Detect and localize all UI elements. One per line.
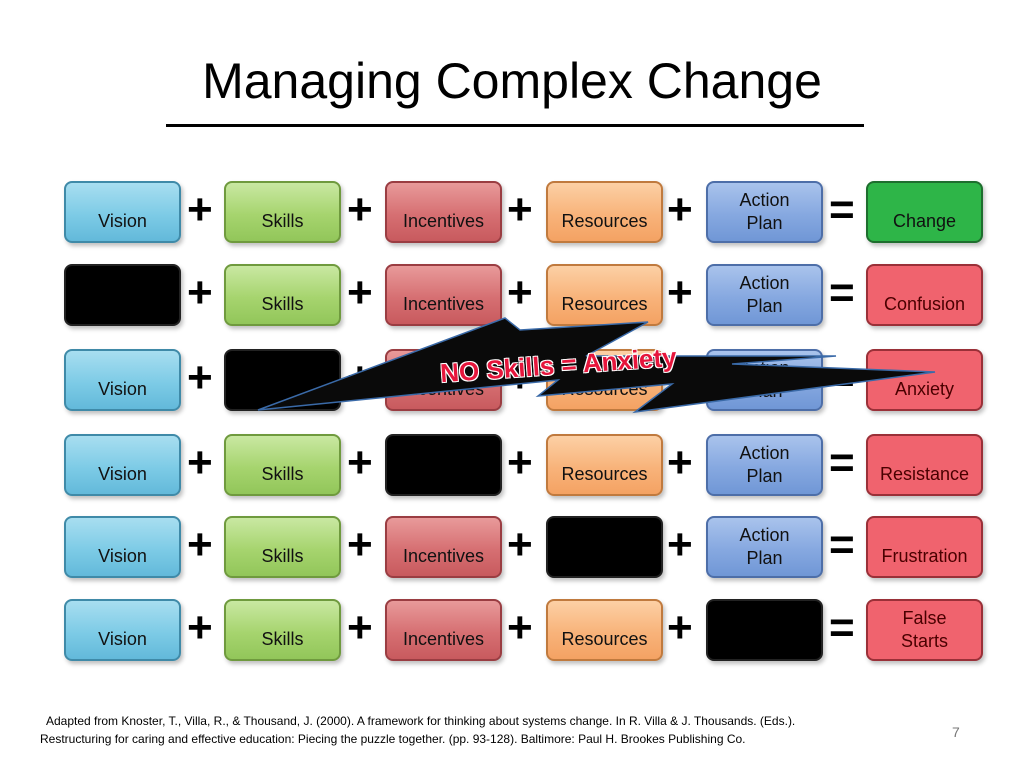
citation-line-1: Adapted from Knoster, T., Villa, R., & T…: [46, 714, 796, 728]
incentives-box: Incentives: [385, 181, 502, 243]
slide-title: Managing Complex Change: [202, 53, 822, 109]
row-confusion: + Skills + Incentives + Resources + Acti…: [0, 264, 1024, 330]
page-number: 7: [952, 724, 960, 740]
vision-box: Vision: [64, 181, 181, 243]
plus-sign: +: [347, 603, 373, 652]
outcome-resistance-box: Resistance: [866, 434, 983, 496]
resources-box: Resources: [546, 264, 663, 326]
missing-action-plan-box: [706, 599, 823, 661]
resources-box: Resources: [546, 434, 663, 496]
incentives-box: Incentives: [385, 264, 502, 326]
title-underline: [166, 124, 864, 127]
skills-box: Skills: [224, 516, 341, 578]
plus-sign: +: [667, 438, 693, 487]
outcome-anxiety-box: Anxiety: [866, 349, 983, 411]
plus-sign: +: [187, 438, 213, 487]
row-false-starts: Vision + Skills + Incentives + Resources…: [0, 599, 1024, 665]
outcome-confusion-box: Confusion: [866, 264, 983, 326]
equals-sign: =: [829, 520, 855, 569]
plus-sign: +: [187, 520, 213, 569]
equals-sign: =: [829, 268, 855, 317]
plus-sign: +: [667, 520, 693, 569]
vision-box: Vision: [64, 434, 181, 496]
citation-line-2: Restructuring for caring and effective e…: [40, 732, 746, 746]
equals-sign: =: [829, 353, 855, 402]
skills-box: Skills: [224, 264, 341, 326]
plus-sign: +: [507, 438, 533, 487]
vision-box: Vision: [64, 349, 181, 411]
resources-box: Resources: [546, 599, 663, 661]
missing-incentives-box: [385, 434, 502, 496]
plus-sign: +: [667, 268, 693, 317]
plus-sign: +: [507, 520, 533, 569]
missing-resources-box: [546, 516, 663, 578]
plus-sign: +: [347, 353, 373, 402]
plus-sign: +: [187, 353, 213, 402]
incentives-box: Incentives: [385, 599, 502, 661]
plus-sign: +: [347, 438, 373, 487]
citation: Adapted from Knoster, T., Villa, R., & T…: [40, 712, 920, 748]
missing-skills-box: [224, 349, 341, 411]
skills-box: Skills: [224, 181, 341, 243]
outcome-frustration-box: Frustration: [866, 516, 983, 578]
incentives-box: Incentives: [385, 516, 502, 578]
equals-sign: =: [829, 185, 855, 234]
plus-sign: +: [347, 268, 373, 317]
missing-vision-box: [64, 264, 181, 326]
plus-sign: +: [347, 185, 373, 234]
plus-sign: +: [667, 185, 693, 234]
equals-sign: =: [829, 438, 855, 487]
plus-sign: +: [187, 268, 213, 317]
plus-sign: +: [187, 185, 213, 234]
vision-box: Vision: [64, 516, 181, 578]
skills-box: Skills: [224, 434, 341, 496]
row-change: Vision + Skills + Incentives + Resources…: [0, 181, 1024, 247]
equals-sign: =: [829, 603, 855, 652]
plus-sign: +: [507, 185, 533, 234]
resources-box: Resources: [546, 181, 663, 243]
plus-sign: +: [507, 603, 533, 652]
outcome-change-box: Change: [866, 181, 983, 243]
plus-sign: +: [187, 603, 213, 652]
plus-sign: +: [667, 603, 693, 652]
plus-sign: +: [507, 268, 533, 317]
skills-box: Skills: [224, 599, 341, 661]
vision-box: Vision: [64, 599, 181, 661]
plus-sign: +: [347, 520, 373, 569]
